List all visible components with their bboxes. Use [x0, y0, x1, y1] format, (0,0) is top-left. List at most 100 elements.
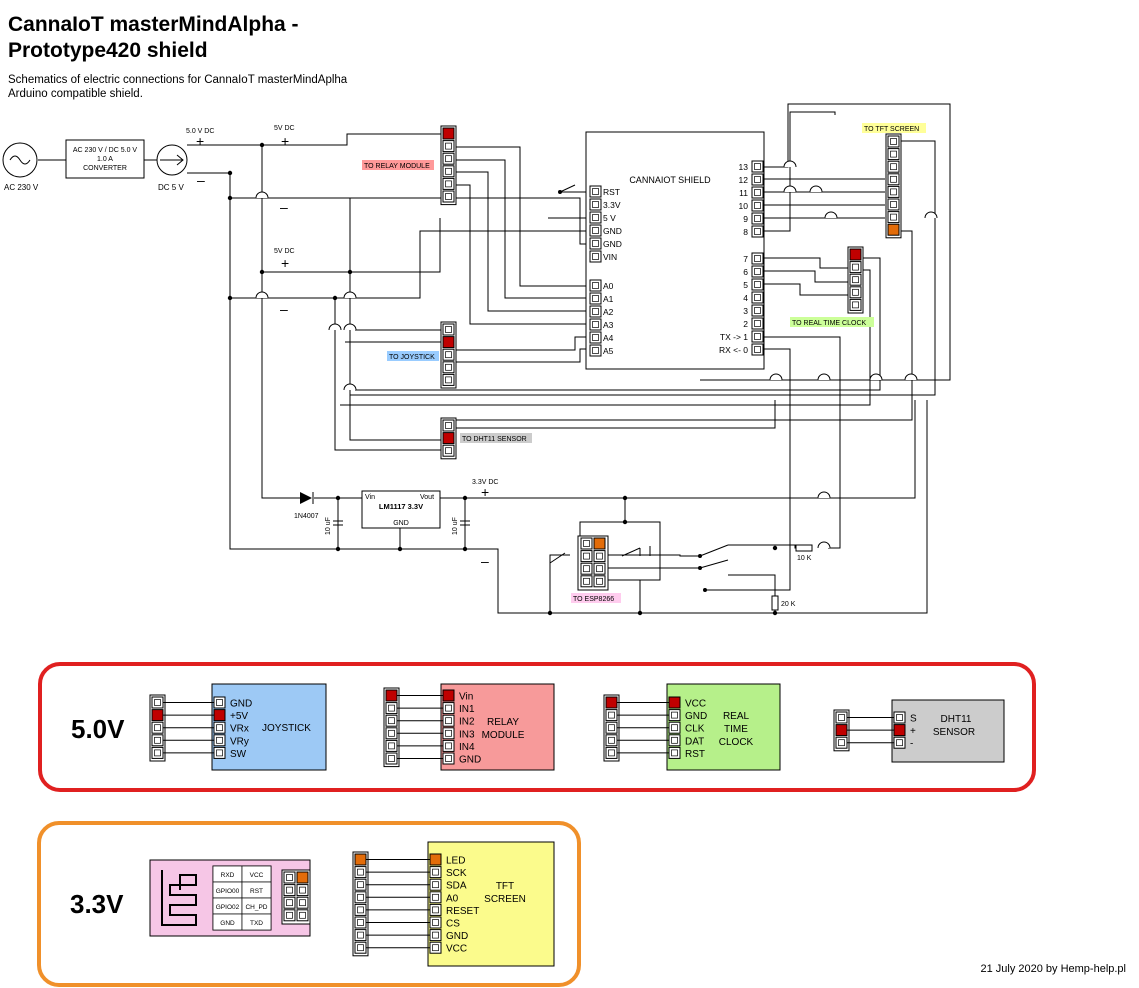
esp-legend-header-pin-1-1-inner	[299, 886, 306, 894]
shield-pin-label-2: 5 V	[603, 213, 616, 223]
legend-dht-pin-label-0: S	[910, 714, 917, 725]
legend-relay-mod-pin-2-inner	[445, 717, 452, 725]
legend-relay-conn-pin-0	[385, 689, 398, 702]
legend-dht-pins: S+ -	[833, 709, 917, 752]
relay-connector-pin-4-inner	[445, 180, 452, 188]
legend-dht-pin-label-2: -	[910, 739, 913, 750]
connector-tags: TO RELAY MODULE TO JOYSTICK TO DHT11 SEN…	[362, 123, 926, 603]
legend-joystick-mod-pin-0-inner	[216, 699, 223, 706]
resistor-20k-label: 20 K	[781, 601, 796, 608]
esp-header-pin-2-0-inner	[583, 565, 590, 573]
ac-wave-icon	[9, 155, 31, 165]
legend-dht-mod-pin-2-inner	[896, 739, 903, 747]
esp-header-pin-2-1-inner	[596, 565, 603, 573]
legend-joystick-pin-label-3: VRy	[230, 736, 249, 747]
resistor-20k	[771, 595, 779, 611]
diagram-title: CannaIoT masterMindAlpha - Prototype420 …	[8, 12, 368, 64]
legend-tft-conn-pin-4-inner	[357, 906, 364, 914]
relay-module-name-1: RELAY	[487, 717, 519, 728]
legend-joystick-conn-pin-2-inner	[154, 724, 161, 732]
ac-label: AC 230 V	[4, 183, 39, 192]
wiring	[38, 103, 951, 614]
relay-module-name-2: MODULE	[482, 730, 525, 741]
shield-analog-pin-label-2: A2	[603, 307, 614, 317]
legend-tft-mod-pin-3-inner	[432, 893, 439, 901]
esp-header-pin-3-1-inner	[596, 577, 603, 585]
legend-relay-conn-pin-4-inner	[388, 742, 395, 750]
shield-analog-pin-0-inner	[592, 282, 599, 289]
esp-tag-bg	[571, 593, 621, 603]
shield-analog-pin-label-0: A0	[603, 281, 614, 291]
legend-tft-conn-pin-3-inner	[357, 893, 364, 901]
dht-connector	[440, 417, 457, 460]
legend-rtc-pin-label-4: RST	[685, 749, 705, 760]
esp-header-pin-0-0-inner	[583, 540, 590, 547]
shield-digital-pin-bottom-label-7: RX <- 0	[719, 345, 748, 355]
esp-cell-label-5: CH_PD	[245, 904, 267, 911]
legend-rtc-pin-label-0: VCC	[685, 699, 706, 710]
tft-module-name-2: SCREEN	[484, 894, 526, 905]
tft-connector-pin-6-inner	[890, 213, 897, 221]
shield-digital-pin-bottom-label-5: 2	[743, 319, 748, 329]
legend-tft-pin-label-1: SCK	[446, 868, 467, 879]
legend-joystick-pin-label-2: VRx	[230, 724, 249, 735]
relay-connector-pin-3-inner	[445, 167, 452, 175]
shield-digital-pin-bottom-6-inner	[754, 333, 761, 340]
relay-tag-bg	[362, 160, 434, 170]
relay-connector-pin-2-inner	[445, 155, 452, 163]
legend-rtc-mod-pin-0	[668, 696, 681, 709]
junction-dots	[227, 142, 778, 616]
legend-3v3-frame	[37, 821, 581, 987]
legend-joystick-conn-pin-3-inner	[154, 736, 161, 744]
legend-dht-pin-label-1: +	[910, 726, 916, 737]
shield-digital-pin-top-label-2: 11	[739, 188, 748, 198]
legend-relay-conn-pin-1-inner	[388, 704, 395, 712]
relay-module	[440, 683, 555, 771]
tft-module	[427, 841, 555, 967]
legend-relay-mod-pin-4-inner	[445, 742, 452, 750]
esp-cell-7	[241, 913, 272, 931]
regulator-lm1117: Vin Vout LM1117 3.3V GND	[361, 490, 441, 529]
legend-tft-pin-label-0: LED	[446, 856, 465, 867]
dht-module	[891, 699, 1005, 763]
shield-digital-pin-top-5-inner	[754, 228, 761, 235]
esp-header-connector	[577, 535, 609, 591]
legend-tft-pin-label-6: GND	[446, 931, 468, 942]
shield-digital-pin-top-label-5: 8	[743, 227, 748, 237]
shield-analog-pin-1-inner	[592, 295, 599, 302]
plus-sign-2: +	[281, 133, 289, 149]
legend-relay-mod-pin-1-inner	[445, 704, 452, 712]
shield-digital-pin-bottom-label-3: 4	[743, 293, 748, 303]
legend-tft-conn-pin-5-inner	[357, 919, 364, 926]
switches-and-resistors	[549, 190, 813, 611]
regulator-vin: Vin	[365, 494, 375, 501]
shield-analog-pin-3-inner	[592, 321, 599, 328]
shield-pin-label-4: GND	[603, 239, 622, 249]
joystick-tag-bg	[387, 351, 439, 361]
legend-dht-conn-pin-2-inner	[838, 739, 845, 747]
dht-connector-pin-2-inner	[445, 447, 452, 455]
esp-legend-header-pin-0-1	[296, 871, 309, 884]
esp-header-pin-1-1-inner	[596, 552, 603, 560]
shield-digital-pin-bottom-label-6: TX -> 1	[720, 332, 748, 342]
tft-tag: TO TFT SCREEN	[864, 126, 919, 133]
dht-connector-pin-1	[442, 432, 455, 445]
shield-digital-pin-top-2-inner	[754, 189, 761, 196]
tft-connector-pin-0-inner	[890, 138, 897, 145]
legend-tft-mod-pin-1-inner	[432, 868, 439, 876]
legend-rtc-mod-pin-2-inner	[671, 724, 678, 732]
shield-title: CANNAIOT SHIELD	[629, 175, 711, 185]
title-line-1: CannaIoT masterMindAlpha -	[8, 13, 299, 36]
shield-digital-pin-bottom-label-0: 7	[743, 254, 748, 264]
esp-legend-header-pin-2-0-inner	[286, 899, 293, 907]
relay-connector-pin-0	[442, 127, 455, 140]
joystick-connector	[440, 321, 457, 389]
esp-header-pin-3-0-inner	[583, 577, 590, 585]
